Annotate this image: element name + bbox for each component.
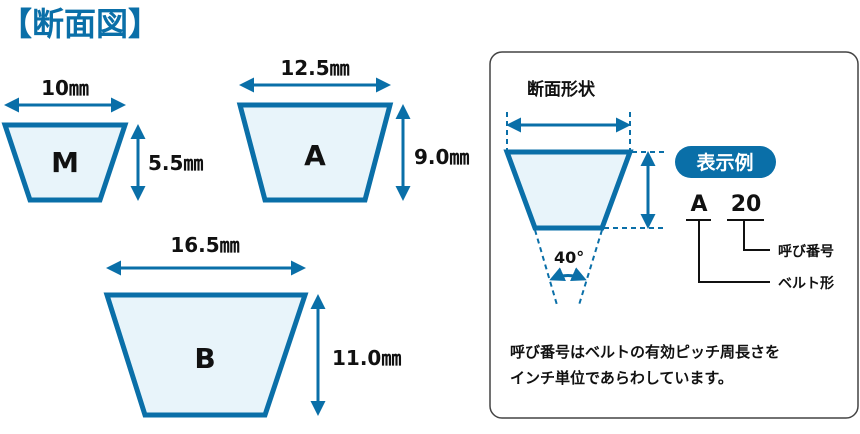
height-label: 5.5㎜ [148, 151, 203, 175]
section-label: B [194, 342, 215, 375]
section-label: M [51, 146, 79, 179]
angle-label: 40° [554, 248, 584, 267]
width-label: 12.5㎜ [280, 56, 349, 80]
example-badge-label: 表示例 [696, 151, 753, 174]
height-label: 9.0㎜ [414, 145, 469, 169]
angle-arrow [549, 267, 587, 282]
example-badge [675, 146, 776, 178]
width-label: 10㎜ [41, 76, 89, 100]
width-label: 16.5㎜ [170, 233, 239, 257]
section-label: A [304, 139, 326, 172]
type-label: ベルト形 [778, 275, 834, 292]
section-b: B 16.5㎜ 11.0㎜ [103, 233, 401, 418]
legend-panel: 断面形状 40° 表示例 A 20 呼び番号 ベルト形 呼び番号はベルトの有効ピ… [489, 51, 859, 419]
height-label: 11.0㎜ [332, 346, 401, 370]
section-m: M 10㎜ 5.5㎜ [1, 76, 203, 203]
note-line-1: 呼び番号はベルトの有効ピッチ周長さを [510, 343, 780, 361]
panel-heading: 断面形状 [527, 79, 596, 100]
section-a: A 12.5㎜ 9.0㎜ [236, 56, 469, 203]
number-label: 呼び番号 [778, 243, 834, 260]
example-type: A [690, 192, 707, 217]
example-number: 20 [731, 192, 762, 217]
note-line-2: インチ単位であらわしています。 [510, 369, 733, 387]
page-title: 【断面図】 [0, 5, 160, 43]
